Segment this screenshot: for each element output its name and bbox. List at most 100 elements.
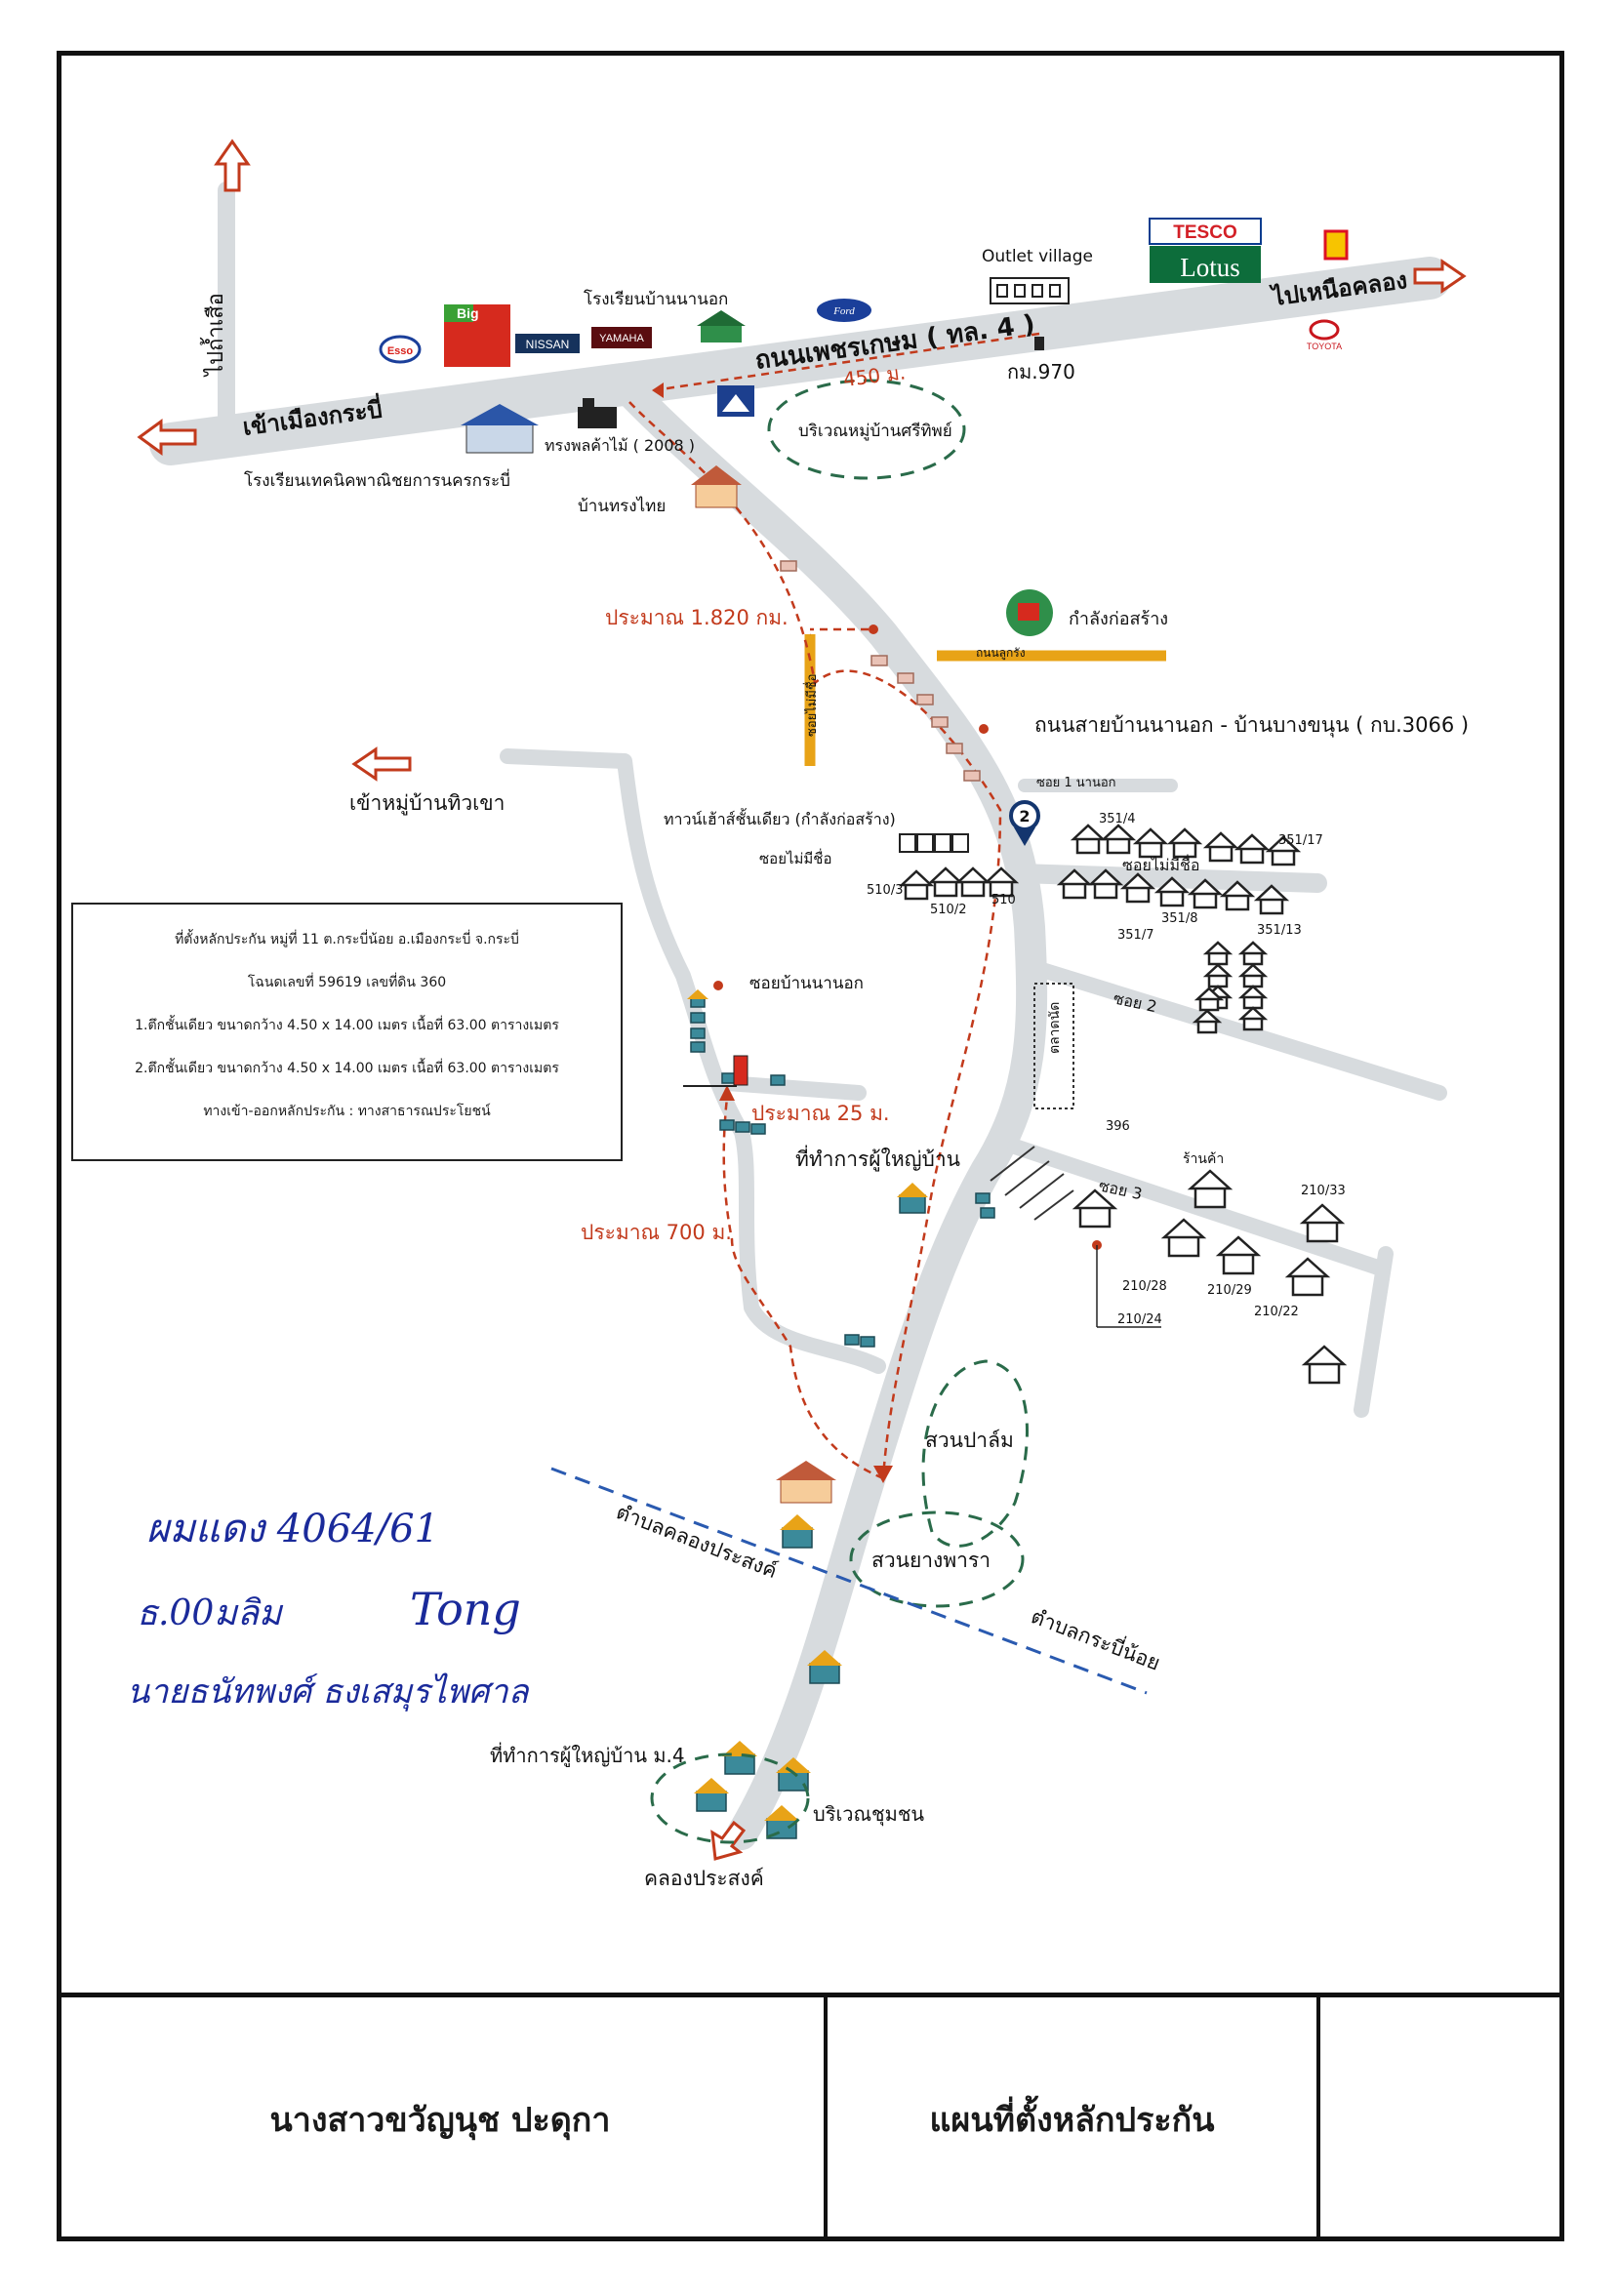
- house-icon: [1234, 833, 1271, 865]
- talad-label: ตลาดนัด: [1047, 1002, 1063, 1054]
- headman-m4-label: ที่ทำการผู้ใหญ่บ้าน ม.4: [490, 1742, 685, 1768]
- house-number: 510: [991, 893, 1016, 907]
- dist-1820-label: ประมาณ 1.820 กม.: [605, 606, 789, 629]
- toyota-logo-icon: [1309, 319, 1340, 341]
- dist-700-label: ประมาณ 700 ม.: [581, 1221, 732, 1244]
- red-house-icon: [776, 1461, 836, 1504]
- house-number: 351/13: [1257, 923, 1302, 938]
- tambon-boundary: [550, 1467, 1148, 1695]
- map-frame: [57, 51, 1564, 2241]
- info-line: โฉนดเลขที่ 59619 เลขที่ดิน 360: [247, 975, 447, 990]
- village-house-icons: [687, 560, 995, 1839]
- marker-number: 2: [1019, 807, 1030, 826]
- nissan-logo-icon: [515, 334, 580, 353]
- construction-label: กำลังก่อสร้าง: [1069, 609, 1168, 629]
- house-number: 351/7: [1117, 928, 1153, 943]
- soi-no-name-v-label: ซอยไม่มีชื่อ: [803, 673, 820, 737]
- route-arrowheads: [652, 383, 893, 1483]
- access-route: [628, 332, 1040, 1480]
- rubber-label: สวนยางพารา: [871, 1549, 991, 1572]
- headman-label: ที่ทำการผู้ใหญ่บ้าน: [795, 1145, 960, 1172]
- east-vertical-road: [1354, 1246, 1394, 1418]
- house-number: 210/33: [1301, 1184, 1346, 1198]
- house-icon: [1100, 824, 1137, 855]
- road-3066-label: ถนนสายบ้านนานอก - บ้านบางขนุน ( กบ.3066 …: [1034, 713, 1469, 738]
- info-line: 2.ตึกชั้นเดียว ขนาดกว้าง 4.50 x 14.00 เม…: [135, 1061, 559, 1076]
- house-icon: [1202, 963, 1234, 988]
- house-icon: [1237, 963, 1269, 988]
- house-number: 510/3: [867, 883, 903, 898]
- house-icon: [1237, 985, 1269, 1010]
- klong-prasong-label: คลองประสงค์: [644, 1867, 764, 1890]
- house-icon: [1193, 987, 1225, 1012]
- road-lukrang-label: ถนนลูกรัง: [976, 646, 1026, 661]
- house-number: 510/2: [930, 903, 966, 917]
- house-icons: [898, 824, 1348, 1385]
- house-number-labels: 351/4 351/17 510/3 510/2 510 351/8 351/7…: [867, 812, 1346, 1327]
- house-icon: [927, 866, 964, 898]
- dir-north-label: ไปถ้ำเสือ: [200, 293, 228, 378]
- house-icon: [983, 866, 1020, 898]
- townhouse-icon: [899, 833, 969, 853]
- ford-label: Ford: [832, 305, 855, 317]
- house-icon: [1187, 878, 1224, 909]
- soi1-label: ซอย 1 นานอก: [1036, 776, 1116, 790]
- sriphip-label: บริเวณหมู่บ้านศรีทิพย์: [798, 422, 952, 441]
- tech-school-icon: [461, 404, 539, 454]
- shell-station-icon: [1323, 229, 1349, 261]
- house-icon: [1301, 1345, 1348, 1385]
- house-number: 210/28: [1122, 1279, 1167, 1294]
- house-number: 351/8: [1161, 911, 1197, 926]
- house-icon: [1056, 868, 1093, 900]
- house-icon: [1132, 827, 1169, 859]
- tambon1-label: ตำบลคลองประสงค์: [613, 1500, 780, 1583]
- house-icon: [1187, 1169, 1234, 1209]
- house-icon: [1119, 872, 1156, 904]
- house-number: 396: [1106, 1119, 1130, 1134]
- school-label: โรงเรียนบ้านนานอก: [584, 289, 728, 309]
- house-number: 210/29: [1207, 1283, 1252, 1298]
- handwriting-line: Tong: [410, 1583, 521, 1635]
- palm-label: สวนปาล์ม: [925, 1429, 1014, 1452]
- arrow-east-icon: [1413, 259, 1467, 294]
- collateral-building-icon: [733, 1055, 748, 1086]
- house-icon: [1072, 1188, 1118, 1229]
- location-map: Esso Big NISSAN YAMAHA Ford TESCO Lotus …: [127, 139, 1469, 1890]
- handwriting-line: นายธนัทพงศ์ ธงเสมุรไพศาล: [127, 1672, 531, 1712]
- soi2-label: ซอย 2: [1112, 988, 1158, 1016]
- handwritten-notes: ผมแดง 4064/61 ธ.00มลิม Tong นายธนัทพงศ์ …: [127, 1507, 531, 1712]
- km-label: กม.970: [1007, 360, 1075, 383]
- house-icon: [954, 866, 991, 898]
- area-outlines: [650, 379, 1029, 1844]
- market-grid-icon: [990, 983, 1074, 1221]
- school-building-icon: [697, 310, 746, 342]
- collateral-info-box: ที่ตั้งหลักประกัน หมู่ที่ 11 ต.กระบี่น้อ…: [71, 903, 623, 1161]
- arrow-north-icon: [214, 139, 251, 192]
- baan-thai-icon: [691, 465, 742, 508]
- house-icon: [1202, 831, 1239, 863]
- soi-nanok-label: ซอยบ้านนานอก: [749, 974, 864, 993]
- big-label: Big: [457, 305, 479, 321]
- construction-icon: [1006, 589, 1053, 636]
- direction-arrows: [137, 139, 1467, 1861]
- house-icon: [1153, 876, 1191, 907]
- handwriting-line: ผมแดง 4064/61: [146, 1507, 439, 1551]
- footer-table: นางสาวขวัญนุช ปะดุกา แผนที่ตั้งหลักประกั…: [57, 1993, 1564, 2241]
- handwriting-line: ธ.00มลิม: [137, 1593, 284, 1633]
- info-line: ทางเข้า-ออกหลักประกัน : ทางสาธารณประโยชน…: [203, 1104, 491, 1119]
- soi-no-name2-label: ซอยไม่มีชื่อ: [1122, 854, 1199, 874]
- arrow-west-icon: [137, 419, 197, 456]
- compass-cell: [1320, 1997, 1555, 2241]
- house-icon: [1253, 884, 1290, 915]
- outlet-label: Outlet village: [982, 247, 1093, 266]
- nissan-label: NISSAN: [526, 338, 570, 351]
- tesco-logo-icon: [1149, 218, 1262, 245]
- esso-logo-icon: [379, 335, 422, 364]
- house-icon: [1166, 827, 1203, 859]
- house-icon: [1219, 880, 1256, 911]
- songphon-icon: [578, 398, 617, 428]
- house-number: 210/22: [1254, 1305, 1299, 1319]
- house-icon: [1070, 824, 1107, 855]
- km-post-icon: [1034, 337, 1044, 350]
- village-dir-label: เข้าหมู่บ้านทิวเขา: [349, 791, 505, 816]
